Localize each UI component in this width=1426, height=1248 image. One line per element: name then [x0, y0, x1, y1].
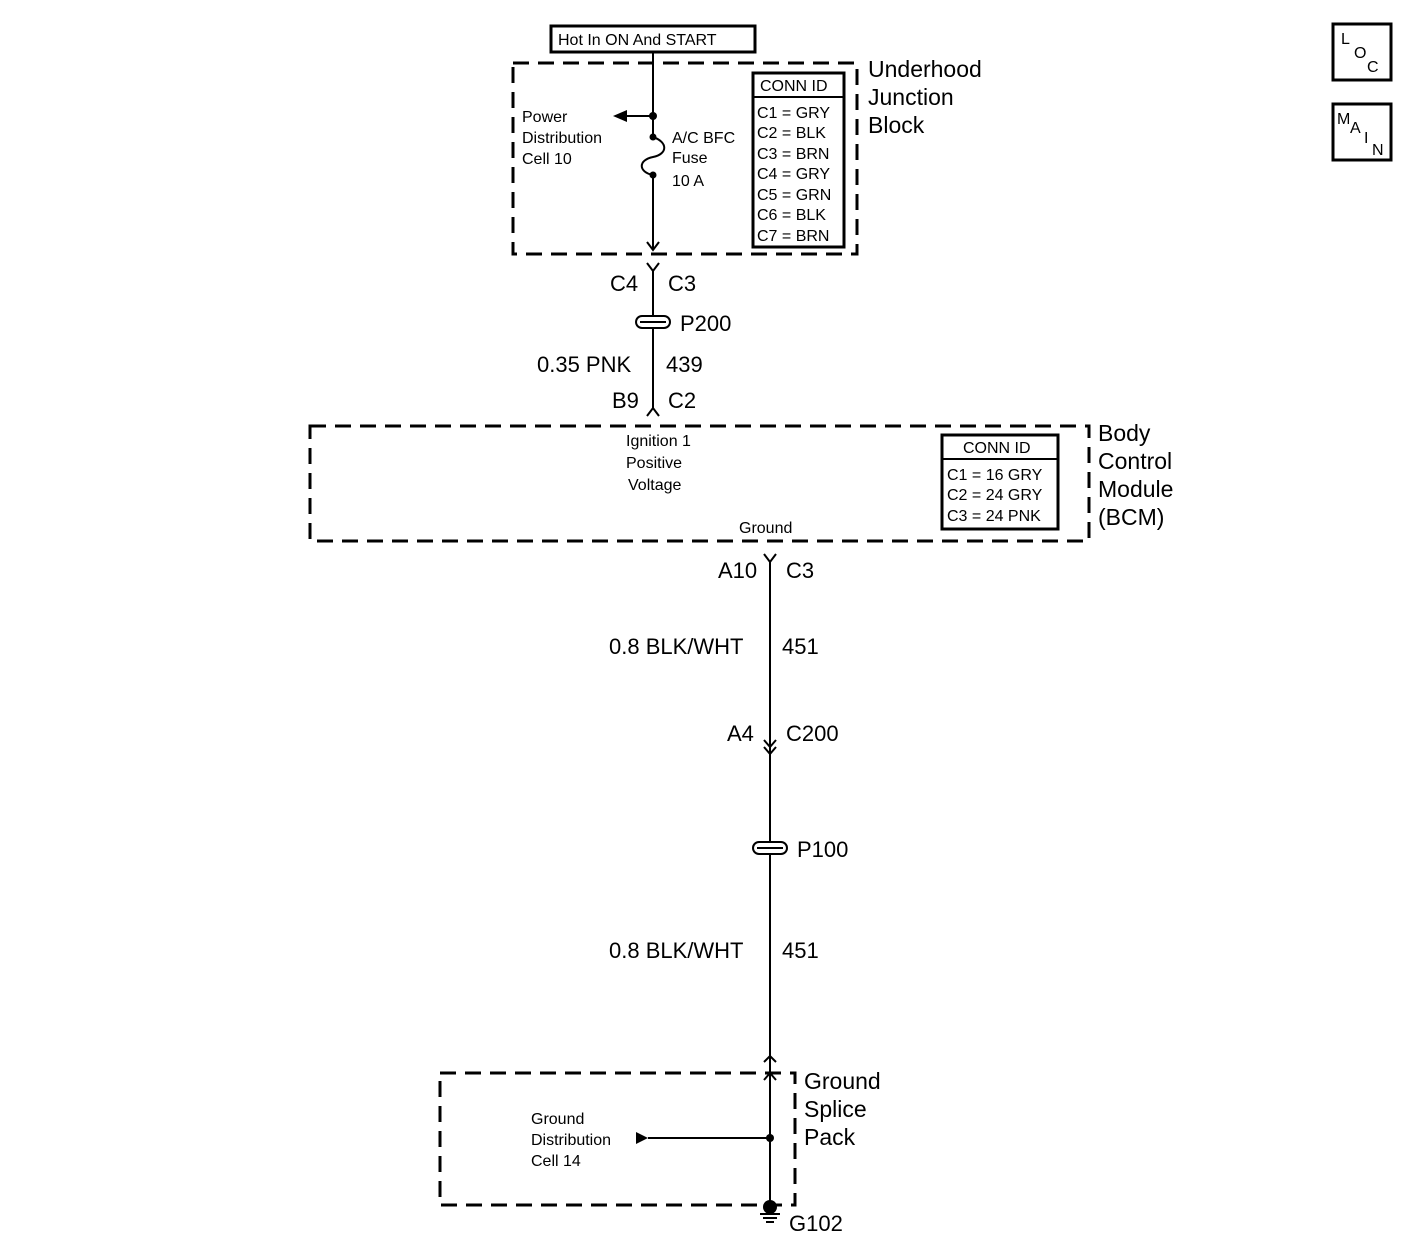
bcm-conn-title: CONN ID — [963, 440, 1031, 457]
wire1-gauge-color: 0.35 PNK — [537, 352, 631, 377]
c200-connector-icon — [763, 739, 777, 756]
bcm-name-line2: Control — [1098, 448, 1172, 474]
fuse-icon — [640, 133, 666, 179]
wire2-seg2-gauge: 0.8 BLK/WHT — [609, 938, 743, 963]
wire1-conn-bot-left: B9 — [612, 388, 639, 413]
power-source-label: Hot In ON And START — [558, 32, 717, 49]
fuse-label-line3: 10 A — [672, 173, 704, 190]
splice-dot-icon — [766, 1134, 774, 1142]
power-dist-line2: Distribution — [522, 130, 602, 147]
ujb-conn-c1: C1 = GRY — [757, 105, 830, 122]
ground-splice-pack: Ground Splice Pack Ground Distribution C… — [438, 1054, 881, 1207]
ujb-conn-c7: C7 = BRN — [757, 228, 829, 245]
ujb-conn-c2: C2 = BLK — [757, 125, 826, 142]
wire1-conn-top-left: C4 — [610, 271, 638, 296]
ujb-conn-c4: C4 = GRY — [757, 166, 830, 183]
gsp-name-line2: Splice — [804, 1096, 867, 1122]
wire1-conn-top-right: C3 — [668, 271, 696, 296]
wire2-seg1-circuit: 451 — [782, 634, 819, 659]
wire2-conn-mid-left: A4 — [727, 721, 754, 746]
loc-letter-o: O — [1354, 45, 1366, 62]
ujb-name-line3: Block — [868, 112, 925, 138]
power-dist-arrow-icon — [613, 110, 627, 122]
bcm-ground-label: Ground — [739, 520, 792, 537]
p100-grommet-icon — [752, 841, 788, 855]
fuse-label-line2: Fuse — [672, 150, 708, 167]
power-dist-line3: Cell 10 — [522, 151, 572, 168]
bcm-conn-table — [940, 433, 1060, 531]
bcm-conn-c2: C2 = 24 GRY — [947, 487, 1043, 504]
ground-dist-line3: Cell 14 — [531, 1153, 581, 1170]
bcm-name-line1: Body — [1098, 420, 1151, 446]
ground-dist-arrow-icon — [636, 1132, 648, 1144]
ign-label-line3: Voltage — [628, 477, 681, 494]
connector-chevron-icon — [646, 406, 660, 417]
ujb-conn-c3: C3 = BRN — [757, 146, 829, 163]
main-button[interactable]: M A I N — [1331, 102, 1393, 162]
main-letter-m: M — [1337, 111, 1350, 128]
p200-grommet-icon — [635, 315, 671, 329]
bcm-name-line3: Module — [1098, 476, 1173, 502]
ign-label-line1: Ignition 1 — [626, 433, 691, 450]
ground-icon — [760, 1200, 780, 1223]
gsp-name-line1: Ground — [804, 1068, 881, 1094]
main-letter-n: N — [1372, 142, 1384, 159]
ujb-conn-table — [751, 71, 846, 249]
connector-chevron-icon — [763, 1054, 777, 1063]
main-letter-i: I — [1364, 130, 1368, 147]
wire2-conn-mid-right: C200 — [786, 721, 839, 746]
gsp-name-line3: Pack — [804, 1124, 856, 1150]
power-dist-line1: Power — [522, 109, 568, 126]
p200-label: P200 — [680, 311, 731, 336]
wire2-conn-top-right: C3 — [786, 558, 814, 583]
ground-dist-line2: Distribution — [531, 1132, 611, 1149]
wire1-circuit: 439 — [666, 352, 703, 377]
connector-chevron-icon — [646, 262, 660, 273]
ujb-conn-c5: C5 = GRN — [757, 187, 831, 204]
main-letter-a: A — [1350, 120, 1361, 137]
loc-button[interactable]: L O C — [1331, 22, 1393, 82]
connector-chevron-icon — [763, 553, 777, 564]
underhood-junction-block: Underhood Junction Block CONN ID C1 = GR… — [511, 56, 982, 256]
p100-label: P100 — [797, 837, 848, 862]
wire2-seg2-circuit: 451 — [782, 938, 819, 963]
wire2-conn-top-left: A10 — [718, 558, 757, 583]
loc-letter-l: L — [1341, 31, 1350, 48]
wire2-seg1-gauge: 0.8 BLK/WHT — [609, 634, 743, 659]
bcm-conn-c1: C1 = 16 GRY — [947, 467, 1043, 484]
bcm-conn-c3: C3 = 24 PNK — [947, 508, 1041, 525]
connector-chevron-icon — [763, 1071, 777, 1081]
bcm-name-line4: (BCM) — [1098, 504, 1164, 530]
ground-dist-line1: Ground — [531, 1111, 584, 1128]
loc-letter-c: C — [1367, 59, 1379, 76]
wire1-conn-bot-right: C2 — [668, 388, 696, 413]
connector-arrow-icon — [646, 241, 660, 252]
ujb-conn-title: CONN ID — [760, 78, 828, 95]
power-source-box: Hot In ON And START — [549, 24, 757, 54]
g102-label: G102 — [789, 1211, 843, 1236]
ujb-name-line2: Junction — [868, 84, 954, 110]
ujb-conn-c6: C6 = BLK — [757, 207, 826, 224]
ign-label-line2: Positive — [626, 455, 682, 472]
ujb-name-line1: Underhood — [868, 56, 982, 82]
fuse-label-line1: A/C BFC — [672, 130, 735, 147]
body-control-module: Body Control Module (BCM) Ignition 1 Pos… — [308, 420, 1173, 543]
